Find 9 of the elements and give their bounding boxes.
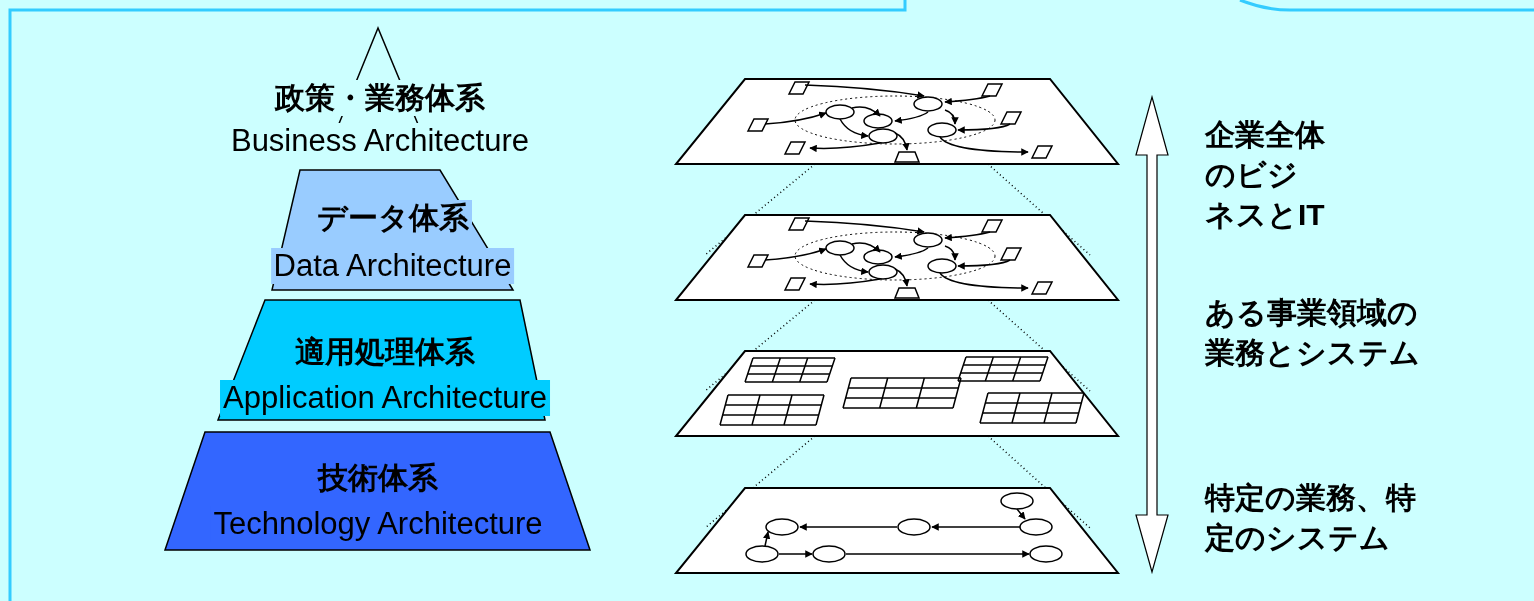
layer-subtitle: Data Architecture — [270, 248, 515, 284]
scope-label: 特定の業務、特定のシステム — [1205, 480, 1417, 556]
scope-label: 企業全体のビジネスとIT — [1205, 117, 1326, 233]
pyramid-layer — [163, 430, 593, 552]
scope-label: ある事業領域の業務とシステム — [1205, 295, 1421, 371]
layer-subtitle: Application Architecture — [220, 380, 550, 416]
layer-title: 技術体系 — [315, 460, 441, 496]
layer-title: 政策・業務体系 — [272, 80, 488, 116]
layer-title: 適用処理体系 — [292, 334, 478, 370]
